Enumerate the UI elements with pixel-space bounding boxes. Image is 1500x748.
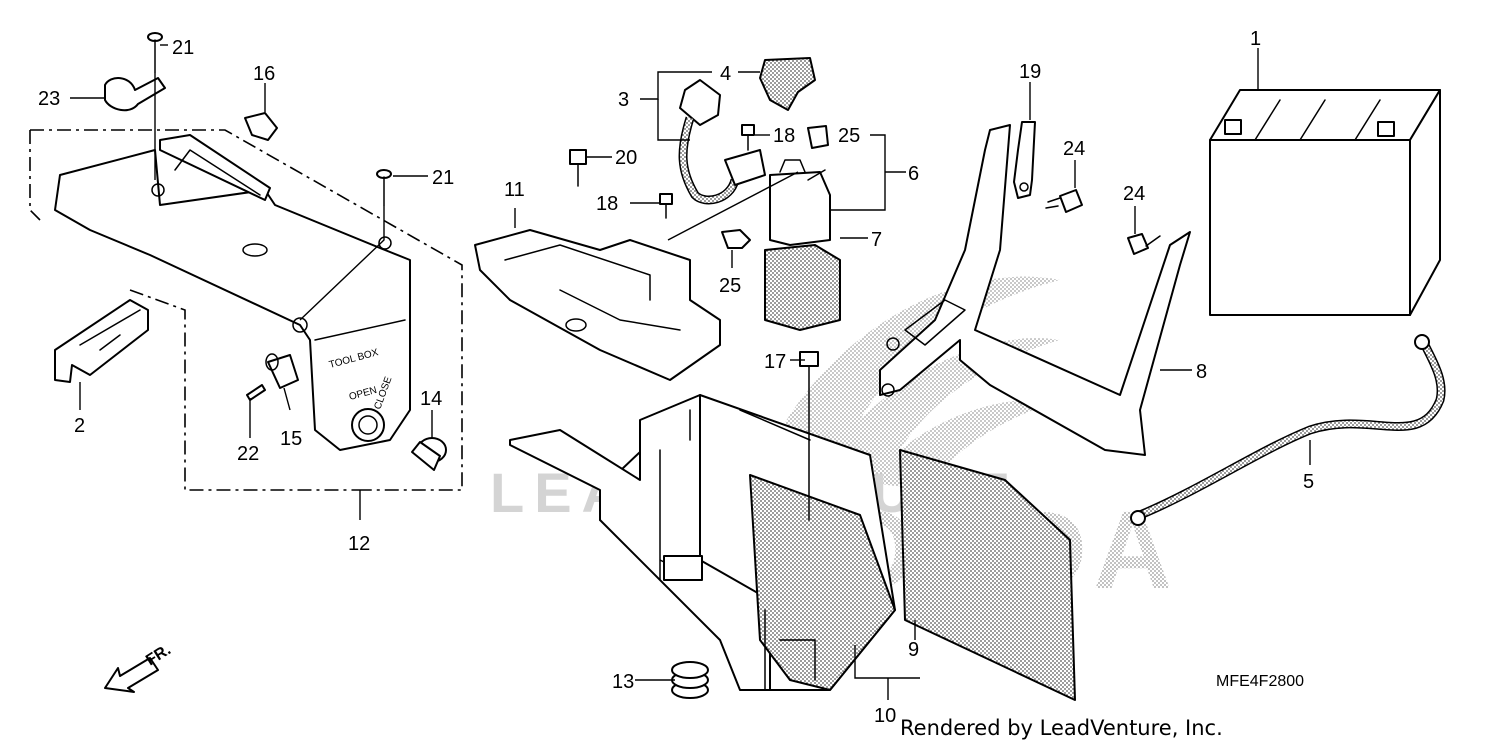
battery-tray bbox=[474, 229, 721, 381]
leader-lines bbox=[29, 44, 1311, 700]
callout-4: 4 bbox=[720, 63, 731, 85]
callout-15: 15 bbox=[280, 428, 302, 450]
terminal-cover bbox=[759, 57, 816, 111]
callout-21-b: 21 bbox=[432, 167, 454, 189]
battery-cable bbox=[1130, 334, 1446, 526]
callout-16: 16 bbox=[253, 63, 275, 85]
callout-21-a: 21 bbox=[172, 37, 194, 59]
callout-17: 17 bbox=[764, 351, 786, 373]
callout-3: 3 bbox=[618, 89, 629, 111]
bolt-24-a bbox=[1045, 189, 1083, 213]
front-arrow-icon bbox=[104, 657, 159, 693]
callout-19: 19 bbox=[1019, 61, 1041, 83]
pin-22 bbox=[246, 384, 266, 401]
callout-6: 6 bbox=[908, 163, 919, 185]
callout-8: 8 bbox=[1196, 361, 1207, 383]
callout-20: 20 bbox=[615, 147, 637, 169]
callout-11: 11 bbox=[504, 179, 525, 201]
callout-25-a: 25 bbox=[838, 125, 860, 147]
battery-plate bbox=[899, 449, 1076, 701]
fuse-25-a bbox=[807, 125, 829, 149]
screw-21-a bbox=[147, 32, 163, 73]
callout-7: 7 bbox=[871, 229, 882, 251]
credit-text: Rendered by LeadVenture, Inc. bbox=[900, 716, 1223, 740]
battery-box bbox=[509, 394, 896, 691]
grommet-13 bbox=[671, 661, 709, 699]
bolt-24-b bbox=[1127, 233, 1161, 255]
callout-14: 14 bbox=[420, 388, 442, 410]
callout-24-a: 24 bbox=[1063, 138, 1085, 160]
starter-relay bbox=[769, 159, 831, 246]
battery-holder bbox=[879, 124, 1191, 456]
screw-21-b bbox=[376, 169, 392, 206]
bolt-20 bbox=[569, 149, 587, 187]
tool-box-cover: TOOL BOX OPEN CLOSE bbox=[54, 134, 411, 451]
callout-13: 13 bbox=[612, 671, 634, 693]
strap bbox=[1013, 121, 1036, 199]
relay-rubber-cover bbox=[764, 244, 841, 331]
bolt-18-b bbox=[659, 193, 673, 219]
battery bbox=[1209, 89, 1441, 316]
callout-1: 1 bbox=[1250, 28, 1261, 50]
callout-18-b: 18 bbox=[596, 193, 618, 215]
callout-18-a: 18 bbox=[773, 125, 795, 147]
bolt-18-a bbox=[741, 124, 755, 151]
callout-9: 9 bbox=[908, 639, 919, 661]
callout-25-b: 25 bbox=[719, 275, 741, 297]
bolt-17 bbox=[799, 351, 819, 521]
callout-10: 10 bbox=[874, 705, 896, 727]
clip-2 bbox=[54, 299, 149, 383]
front-arrow: FR. bbox=[104, 641, 174, 693]
callout-24-b: 24 bbox=[1123, 183, 1145, 205]
collar-15 bbox=[265, 353, 299, 389]
diagram-code: MFE4F2800 bbox=[1216, 673, 1304, 690]
clamp-23 bbox=[104, 77, 166, 112]
nut-16 bbox=[244, 112, 278, 141]
callout-5: 5 bbox=[1303, 471, 1314, 493]
wing-logo-icon bbox=[760, 276, 1060, 490]
callout-2: 2 bbox=[74, 415, 85, 437]
fuse-25-b bbox=[721, 229, 751, 249]
knob-14 bbox=[411, 437, 447, 471]
callout-22: 22 bbox=[237, 443, 259, 465]
callout-23: 23 bbox=[38, 88, 60, 110]
callout-12: 12 bbox=[348, 533, 370, 555]
terminal-cable bbox=[678, 79, 766, 205]
callouts: 1 2 3 4 5 6 7 8 9 10 11 12 13 14 15 16 1… bbox=[38, 28, 1314, 727]
